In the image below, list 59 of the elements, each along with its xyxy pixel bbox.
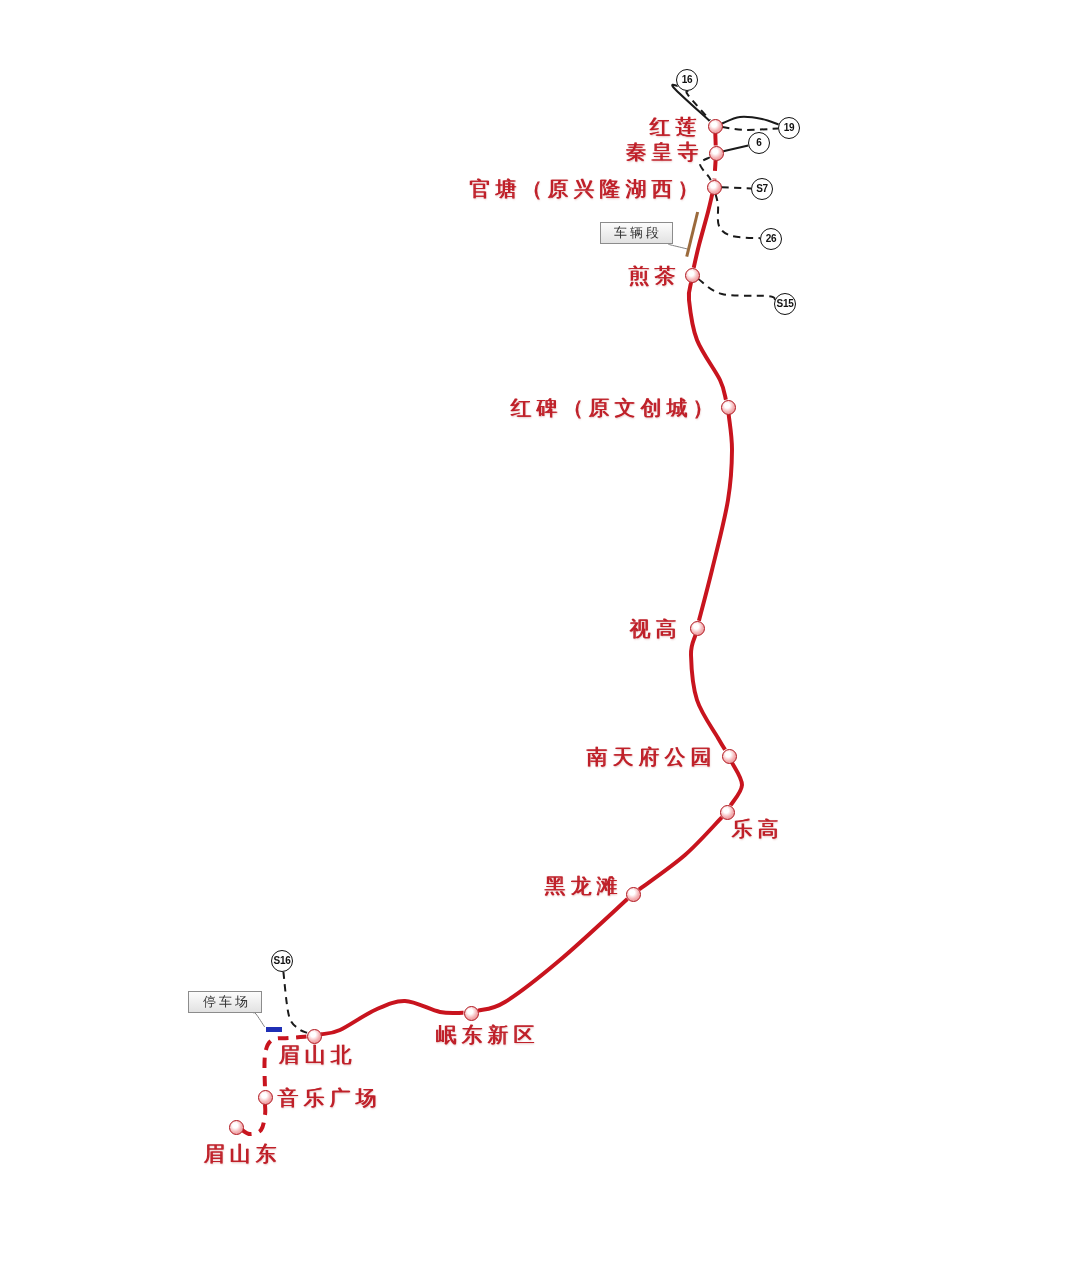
dashed-transfer-line [714,193,761,240]
transfer-line [722,144,750,153]
depot-callout: 车辆段 [600,222,673,244]
station-name: 眉山东 [203,1142,281,1167]
metro-line [691,193,715,269]
station-name: 红莲 [649,114,701,140]
station-marker [720,399,736,415]
station-marker [707,118,723,134]
metro-line [477,897,629,1013]
dashed-metro-line [241,1104,268,1136]
station-marker [463,1005,479,1021]
station-name: 眉山北 [278,1043,356,1068]
dashed-transfer-line [721,126,779,132]
metro-line [713,133,718,146]
station-name: 黑龙滩 [544,873,622,899]
station-marker [625,886,641,902]
metro-line [697,414,734,622]
line-number-marker: S7 [751,178,773,200]
line-number-marker: 26 [760,228,782,250]
dashed-metro-line [712,160,718,180]
station-name: 岷东新区 [435,1023,539,1048]
dashed-transfer-line [699,156,712,182]
dashed-transfer-line [720,186,752,190]
metro-line [321,999,464,1037]
station-marker [706,179,722,195]
leader-line [252,1012,266,1028]
station-marker [719,804,735,820]
station-marker [684,267,700,283]
metro-line [689,634,727,751]
station-marker [708,145,724,161]
line-number-marker: 16 [676,69,698,91]
depot-track [266,1026,282,1032]
dashed-transfer-line [282,970,309,1034]
transfer-line [671,83,711,122]
metro-line [728,761,744,807]
line-number-marker: S15 [774,293,796,315]
station-marker [689,620,705,636]
station-name: 煎茶 [628,263,680,289]
station-name: 乐高 [731,817,783,842]
station-marker [306,1028,322,1044]
line-number-marker: 6 [748,132,770,154]
station-name: 官塘（原兴隆湖西） [469,176,703,202]
station-name: 南天府公园 [586,744,716,770]
station-name: 红碑（原文创城） [510,395,718,421]
leader-line [667,243,688,250]
station-name: 音乐广场 [277,1085,381,1111]
metro-line [686,281,728,401]
station-name: 秦皇寺 [625,139,703,165]
dashed-transfer-line [685,90,712,122]
line-number-marker: 19 [778,117,800,139]
station-marker [228,1119,244,1135]
station-name: 视高 [629,616,681,642]
depot-callout: 停车场 [188,991,262,1013]
transfer-line [721,115,780,126]
station-marker [721,748,737,764]
metro-line [637,816,724,892]
station-marker [257,1089,273,1105]
line-number-marker: S16 [271,950,293,972]
dashed-transfer-line [697,278,776,301]
